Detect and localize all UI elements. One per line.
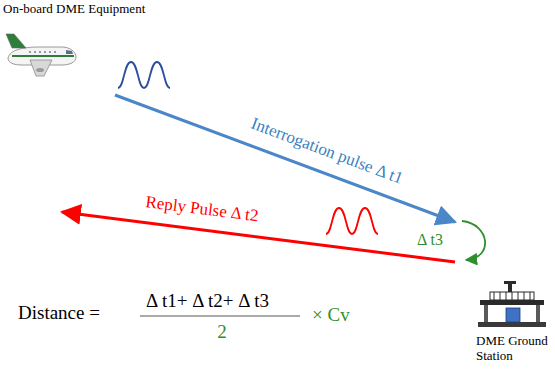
formula-numerator: Δ t1+ Δ t2+ Δ t3 bbox=[146, 290, 269, 312]
station-label: DME Ground Station bbox=[476, 334, 552, 364]
reply-pulse bbox=[326, 208, 378, 234]
reply-arrow bbox=[62, 212, 455, 262]
interrogation-pulse bbox=[118, 62, 170, 88]
airplane bbox=[6, 34, 76, 76]
delay-label: Δ t3 bbox=[417, 231, 443, 249]
fraction-bar bbox=[140, 316, 300, 317]
delay-arrow bbox=[462, 221, 485, 260]
caption-label: On-board DME Equipment bbox=[3, 2, 145, 17]
formula-denominator: 2 bbox=[217, 321, 227, 343]
formula-factor: × Cv bbox=[312, 304, 350, 326]
signal-label: Reply Pulse Δ t2 bbox=[145, 192, 260, 226]
ground-station bbox=[478, 281, 546, 327]
signal-label: Interrogation pulse Δ t1 bbox=[248, 114, 405, 189]
formula-text: Distance = bbox=[18, 302, 100, 324]
